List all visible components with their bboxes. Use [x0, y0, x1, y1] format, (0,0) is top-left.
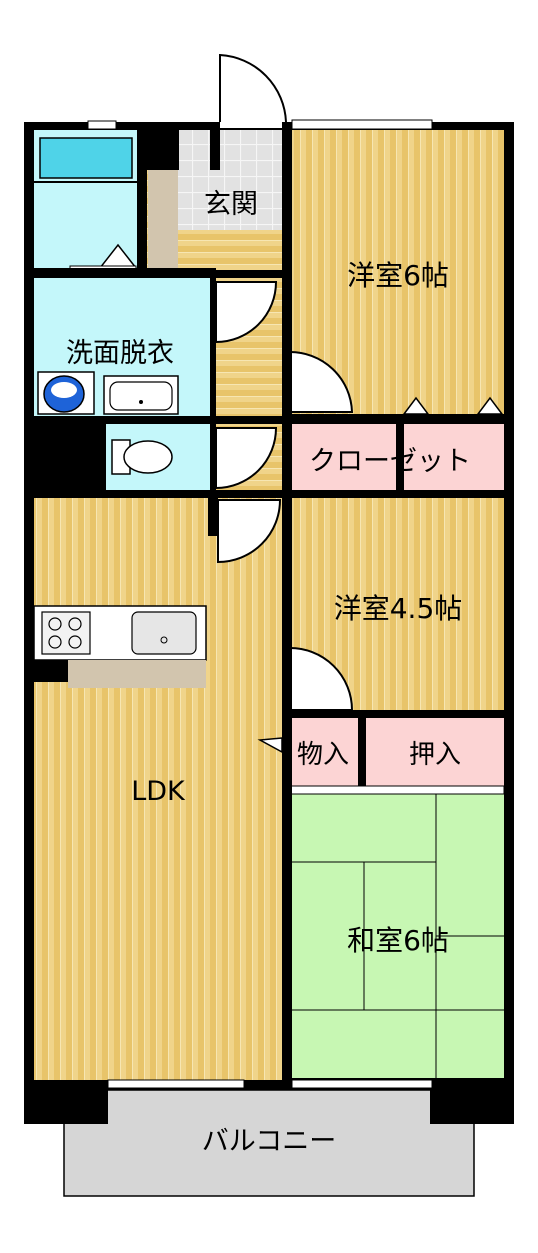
western-45-door[interactable] — [288, 646, 354, 711]
label-storage: 物入 — [297, 740, 349, 770]
ldk-door[interactable] — [217, 499, 282, 564]
japanese-window — [291, 1079, 433, 1089]
label-washroom: 洗面脱衣 — [66, 338, 174, 369]
storage-floor — [288, 718, 358, 786]
label-entrance: 玄関 — [204, 189, 258, 220]
western-6-window — [291, 119, 433, 130]
western-6-door[interactable] — [288, 350, 354, 413]
label-western-6: 洋室6帖 — [347, 259, 449, 292]
oshiire-floor — [366, 718, 504, 786]
ldk-floor — [34, 498, 282, 1080]
bathtub — [39, 137, 133, 179]
label-ldk: LDK — [131, 776, 186, 807]
tatami-lines — [292, 794, 504, 1078]
label-western-45: 洋室4.5帖 — [334, 592, 463, 625]
closet-left — [292, 424, 396, 490]
label-oshiire: 押入 — [409, 740, 461, 770]
bath-window — [87, 120, 117, 130]
entrance-door-opening[interactable] — [220, 118, 286, 128]
kitchen-sink-icon — [131, 611, 197, 655]
label-closet: クローゼット — [309, 446, 471, 477]
washing-machine-icon — [37, 371, 95, 415]
ldk-window — [107, 1079, 245, 1089]
label-japanese-6: 和室6帖 — [347, 924, 449, 957]
entrance-door-swing[interactable] — [219, 53, 287, 123]
stove-icon — [41, 611, 91, 655]
washroom-door[interactable] — [215, 281, 278, 344]
toilet-door[interactable] — [215, 427, 278, 490]
toilet-icon — [111, 439, 173, 475]
label-balcony: バルコニー — [202, 1126, 336, 1157]
balcony-floor — [63, 1089, 475, 1197]
shoe-shelf — [148, 170, 178, 270]
entrance-tile — [178, 130, 284, 230]
counter-base — [68, 660, 206, 688]
closet-right — [404, 424, 504, 490]
sink-icon — [103, 375, 179, 415]
